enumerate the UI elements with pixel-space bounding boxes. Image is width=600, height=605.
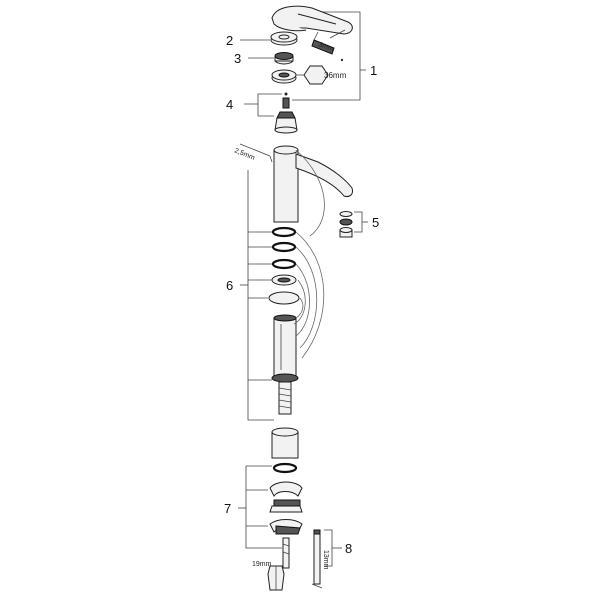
callout-3: 3 — [234, 51, 241, 66]
callout-8: 8 — [345, 541, 352, 556]
dot-marker — [340, 58, 344, 62]
lever-handle — [271, 5, 353, 35]
leader-5 — [354, 211, 363, 233]
callout-2: 2 — [226, 33, 233, 48]
screwdriver-dim: 13mm — [322, 550, 329, 570]
part-2-cap — [270, 31, 298, 46]
leader-4a — [244, 93, 282, 105]
callout-6: 6 — [226, 278, 233, 293]
part-6-rings — [268, 226, 300, 305]
spout-body — [273, 145, 353, 223]
callout-1: 1 — [370, 63, 377, 78]
hex-nut — [271, 69, 297, 84]
wrench-dim: 19mm — [252, 561, 272, 568]
leader-4b — [257, 104, 274, 117]
part-7-mounting — [269, 427, 303, 569]
part-4-cartridge — [274, 92, 298, 134]
hex-key-top-dim: 3mm — [317, 41, 334, 53]
hex-nut-dim: 36mm — [324, 71, 347, 80]
part-8-tool: 13mm — [311, 529, 329, 589]
hex-key-top: 3mm — [311, 31, 335, 55]
part-6-hose — [271, 314, 299, 415]
hex-size-symbol: 36mm — [303, 65, 347, 85]
leader-6-bracket — [247, 170, 274, 421]
leader-1-key — [329, 29, 346, 39]
callout-7: 7 — [224, 501, 231, 516]
callout-5: 5 — [372, 215, 379, 230]
group-1-leader — [292, 11, 366, 101]
callout-4: 4 — [226, 97, 233, 112]
hex-key-spout: 2,5mm — [233, 143, 273, 163]
leader-7-bracket — [245, 466, 282, 549]
assembly-arcs — [293, 149, 325, 359]
part-5-aerator — [339, 211, 353, 238]
hex-key-spout-dim: 2,5mm — [233, 147, 256, 162]
wrench-19mm: 19mm — [252, 561, 285, 591]
part-3-sleeve — [274, 52, 294, 65]
